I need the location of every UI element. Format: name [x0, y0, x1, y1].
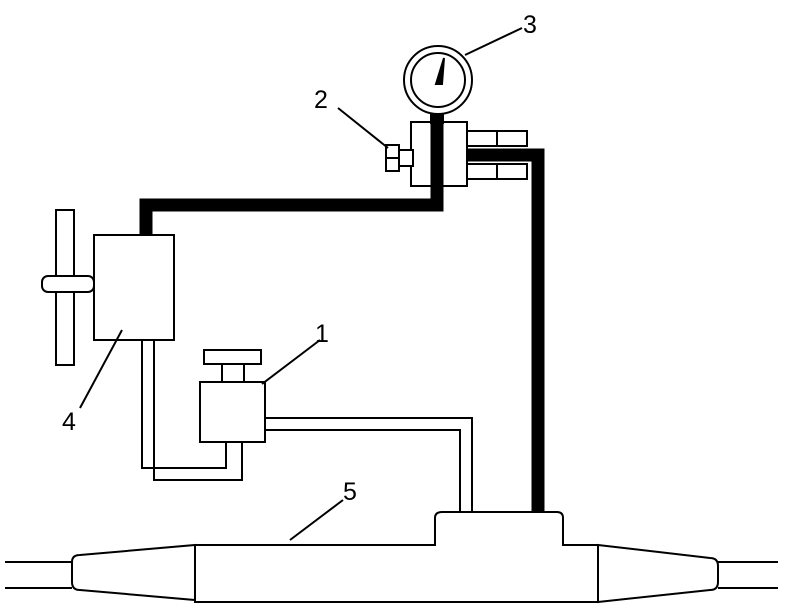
label-pipe-joint: 5: [343, 478, 357, 506]
pipe-left-cap: [71, 543, 196, 602]
gauge-needle: [434, 57, 445, 85]
high-pressure-line: [440, 148, 545, 512]
hand-pump: [41, 209, 175, 366]
pipe-right-cap: [597, 543, 719, 604]
label-bleed-valve: 2: [314, 86, 328, 114]
gauge-fitting: [410, 110, 528, 200]
label-pump: 4: [62, 408, 76, 436]
bleed-valve: [385, 144, 414, 172]
reducer-to-pipe-line: [265, 417, 473, 512]
pipe-joint-body: [194, 511, 599, 603]
pump-body: [93, 234, 175, 341]
reducer: [199, 349, 266, 443]
pump-supply-line: [139, 120, 444, 235]
pump-to-reducer-line: [141, 340, 243, 481]
label-reducer: 1: [315, 320, 329, 348]
pressure-gauge: [403, 45, 473, 115]
pipe-assembly: [5, 511, 778, 604]
label-pressure-gauge: 3: [523, 11, 537, 39]
leader-lines: [79, 27, 523, 541]
reducer-body: [199, 381, 266, 443]
